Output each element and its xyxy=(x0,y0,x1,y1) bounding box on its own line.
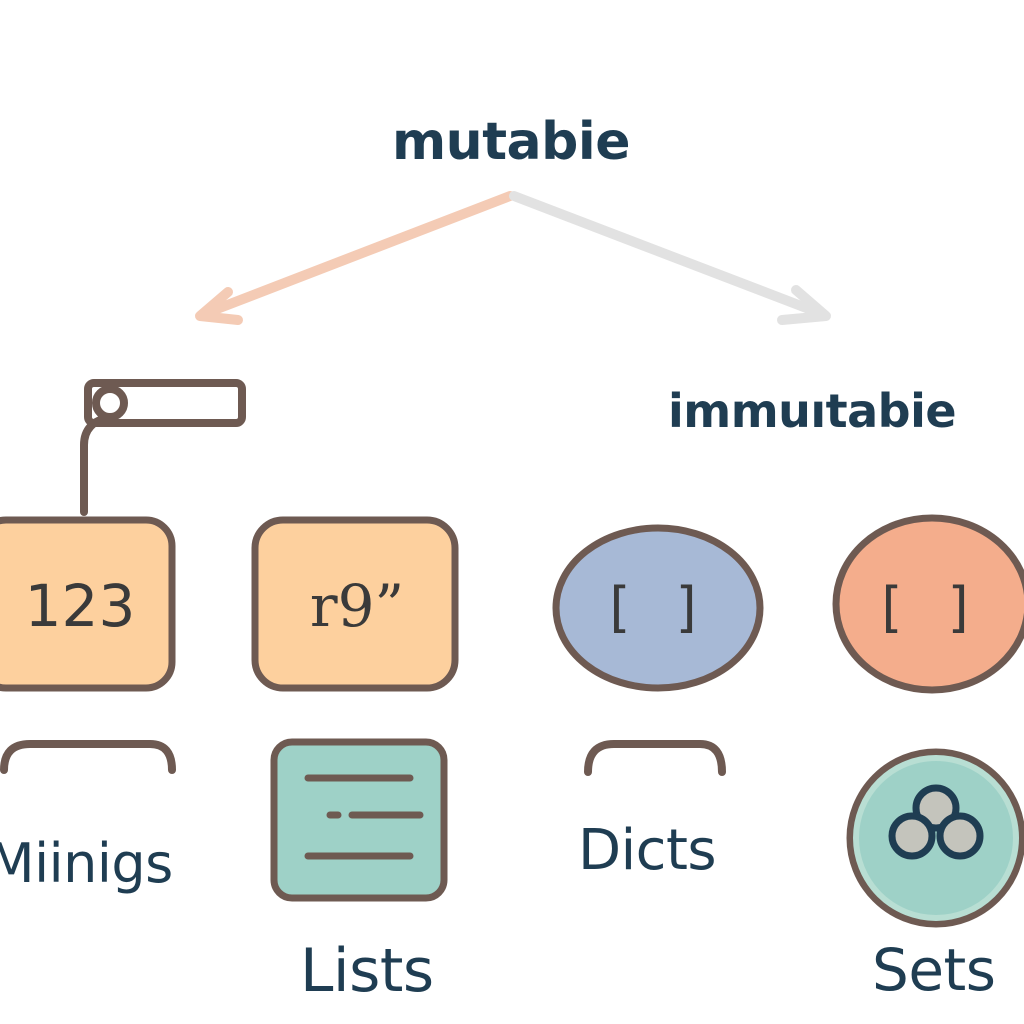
bracket-left xyxy=(0,740,176,774)
bracket-right xyxy=(584,740,726,776)
dict-oval xyxy=(552,524,764,692)
lists-label: Lists xyxy=(300,936,434,1006)
numbers-box xyxy=(0,516,176,692)
arrow-left xyxy=(195,191,515,325)
connector-bar xyxy=(80,379,246,516)
list-card-icon xyxy=(270,738,448,902)
arrow-right xyxy=(509,191,831,325)
set-oval xyxy=(832,514,1024,694)
minings-label: Miinigs xyxy=(0,832,173,895)
sets-label: Sets xyxy=(872,936,996,1004)
dict-oval-text: [ ] xyxy=(609,576,711,639)
dicts-label: Dicts xyxy=(578,818,717,883)
immutable-heading: immuıtabie xyxy=(668,384,957,438)
numbers-box-text: 123 xyxy=(24,572,136,640)
mutable-heading: mutabie xyxy=(392,112,630,172)
strings-box-text: r9” xyxy=(309,572,405,640)
set-oval-text: [ ] xyxy=(881,576,983,639)
strings-box xyxy=(251,516,459,692)
set-circle-icon xyxy=(846,748,1024,928)
